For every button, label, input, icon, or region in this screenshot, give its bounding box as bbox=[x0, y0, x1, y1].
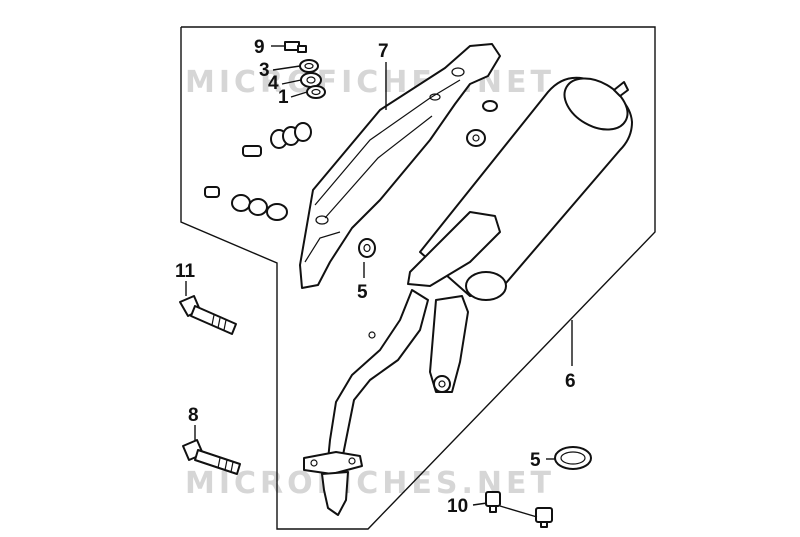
callout-10: 10 bbox=[447, 496, 468, 517]
muffler bbox=[407, 76, 633, 393]
callout-9: 9 bbox=[254, 37, 265, 58]
washer-4 bbox=[300, 72, 322, 88]
callout-5-upper: 5 bbox=[357, 282, 368, 303]
callout-7: 7 bbox=[378, 41, 389, 62]
callout-6: 6 bbox=[565, 371, 576, 392]
exhaust-pipe bbox=[303, 289, 429, 516]
callout-4: 4 bbox=[268, 73, 279, 94]
gasket-5-lower bbox=[554, 446, 592, 470]
nut-10-a bbox=[485, 491, 501, 513]
washer-1 bbox=[306, 85, 326, 99]
bolt-9 bbox=[284, 41, 307, 53]
nut-10-b bbox=[535, 507, 553, 528]
callout-11: 11 bbox=[175, 261, 196, 282]
watermark-top: MICROFICHES.NET bbox=[185, 65, 555, 100]
callout-5-lower: 5 bbox=[530, 450, 541, 471]
rubber-mount-lower bbox=[204, 186, 288, 221]
leader-lines bbox=[185, 45, 573, 518]
callout-8: 8 bbox=[188, 405, 199, 426]
rubber-mount-upper bbox=[242, 122, 312, 157]
washer-3 bbox=[299, 59, 319, 73]
bolt-11 bbox=[179, 295, 237, 335]
heat-shield bbox=[299, 43, 501, 289]
callout-3: 3 bbox=[259, 60, 270, 81]
nut-shield bbox=[466, 100, 498, 147]
washer-5-upper bbox=[358, 238, 376, 258]
bolt-8 bbox=[182, 439, 241, 475]
callout-1: 1 bbox=[278, 87, 289, 108]
assembly-outline bbox=[180, 26, 656, 530]
